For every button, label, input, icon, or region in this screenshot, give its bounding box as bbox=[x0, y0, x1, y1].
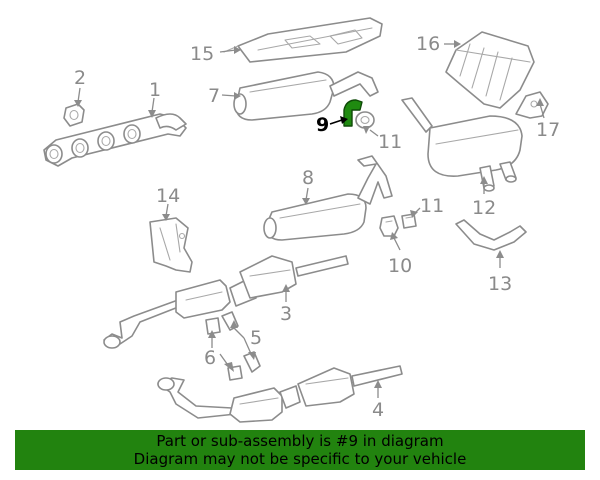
callout-7[interactable]: 7 bbox=[208, 85, 220, 107]
heat-shield-part-16 bbox=[445, 31, 535, 109]
callout-16[interactable]: 16 bbox=[416, 33, 440, 55]
isolator-part-11-upper bbox=[355, 111, 375, 129]
hanger-part-10 bbox=[379, 215, 399, 237]
callout-6[interactable]: 6 bbox=[204, 347, 216, 369]
callout-5[interactable]: 5 bbox=[250, 327, 262, 349]
callout-12[interactable]: 12 bbox=[472, 197, 496, 219]
resonator-part-8 bbox=[263, 155, 393, 241]
callout-9-highlighted[interactable]: 9 bbox=[316, 114, 329, 136]
catalytic-converter-part-4 bbox=[157, 365, 403, 423]
callout-14[interactable]: 14 bbox=[156, 185, 180, 207]
callout-3[interactable]: 3 bbox=[280, 303, 292, 325]
catalytic-converter-part-3 bbox=[103, 255, 349, 349]
exhaust-system-diagram: 1 2 3 4 5 6 7 8 9 10 11 11 12 13 14 15 1… bbox=[43, 17, 560, 423]
callout-15[interactable]: 15 bbox=[190, 43, 214, 65]
exhaust-manifold-part-1 bbox=[43, 113, 187, 167]
callout-8[interactable]: 8 bbox=[302, 167, 314, 189]
banner-line-2: Diagram may not be specific to your vehi… bbox=[133, 450, 467, 468]
part-notice-banner: Part or sub-assembly is #9 in diagram Di… bbox=[15, 430, 585, 470]
bracket-part-14 bbox=[149, 217, 193, 273]
banner-line-1: Part or sub-assembly is #9 in diagram bbox=[156, 432, 444, 450]
callout-4[interactable]: 4 bbox=[372, 399, 384, 421]
callout-17[interactable]: 17 bbox=[536, 119, 560, 141]
gasket-part-2 bbox=[63, 103, 85, 127]
heat-shield-part-15 bbox=[223, 17, 383, 63]
leader-lines bbox=[74, 40, 545, 398]
tailpipe-part-13 bbox=[455, 219, 527, 251]
callout-11-lower[interactable]: 11 bbox=[420, 195, 444, 217]
callout-1[interactable]: 1 bbox=[149, 79, 161, 101]
muffler-part-7 bbox=[233, 71, 379, 121]
callout-11-upper[interactable]: 11 bbox=[378, 131, 402, 153]
callout-labels: 1 2 3 4 5 6 7 8 9 10 11 11 12 13 14 15 1… bbox=[74, 33, 560, 421]
callout-10[interactable]: 10 bbox=[388, 255, 412, 277]
rear-muffler-part-12 bbox=[401, 97, 523, 192]
callout-2[interactable]: 2 bbox=[74, 67, 86, 89]
callout-13[interactable]: 13 bbox=[488, 273, 512, 295]
hanger-part-9-highlighted bbox=[343, 99, 363, 127]
